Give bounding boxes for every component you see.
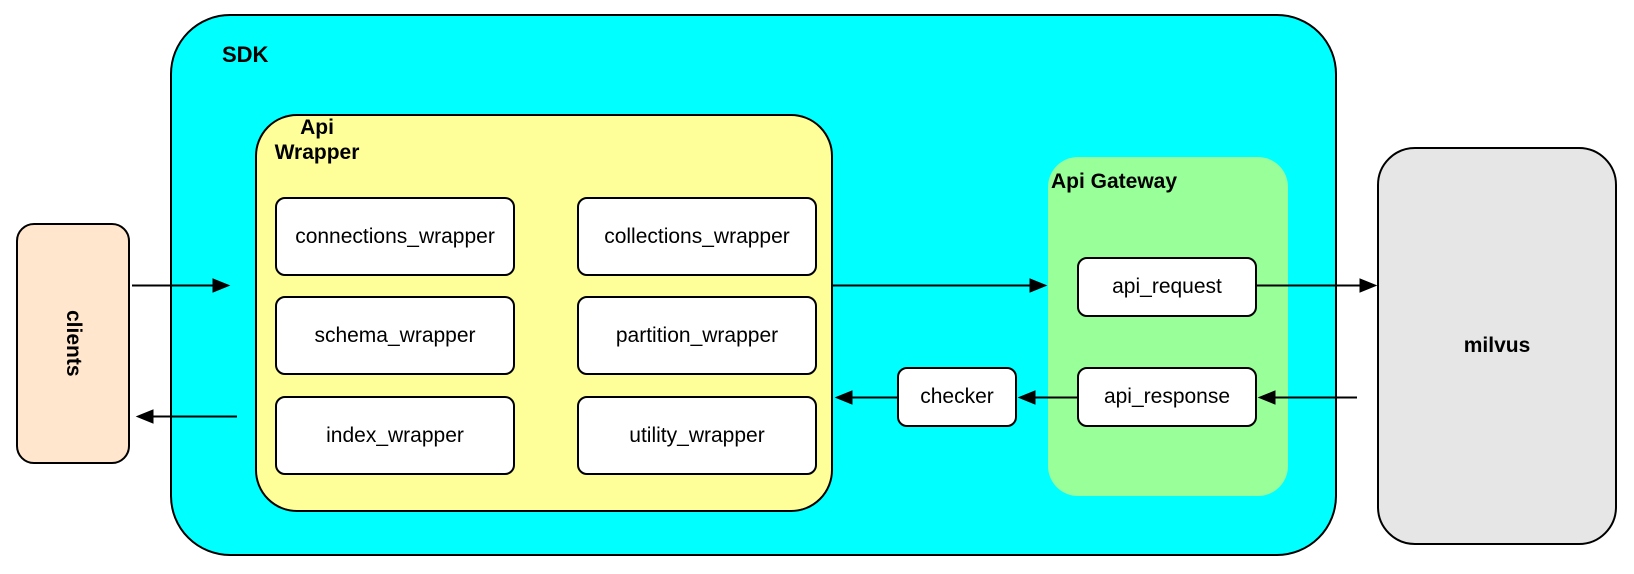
api-gateway-box <box>1048 157 1288 496</box>
clients-box: clients <box>16 223 130 464</box>
api-gateway-label: Api Gateway <box>1050 170 1178 193</box>
wrapper-node-connections: connections_wrapper <box>275 197 515 276</box>
wrapper-node-collections: collections_wrapper <box>577 197 817 276</box>
arrowhead-icon <box>1359 278 1378 293</box>
wrapper-node-utility: utility_wrapper <box>577 396 817 475</box>
wrapper-node-label: connections_wrapper <box>295 224 495 248</box>
wrapper-node-index: index_wrapper <box>275 396 515 475</box>
arrowhead-icon <box>135 409 154 424</box>
wrapper-node-label: index_wrapper <box>326 423 464 447</box>
clients-label: clients <box>62 310 85 377</box>
api-request-box: api_request <box>1077 257 1257 317</box>
wrapper-node-label: utility_wrapper <box>629 423 765 447</box>
wrapper-node-schema: schema_wrapper <box>275 296 515 375</box>
api-response-label: api_response <box>1103 385 1231 408</box>
wrapper-node-label: schema_wrapper <box>314 323 476 347</box>
api-wrapper-label: Api Wrapper <box>274 116 360 164</box>
milvus-box: milvus <box>1377 147 1617 545</box>
checker-box: checker <box>897 367 1017 427</box>
api-request-label: api_request <box>1112 275 1222 298</box>
milvus-label: milvus <box>1463 334 1531 357</box>
sdk-label: SDK <box>222 42 269 67</box>
wrapper-node-label: partition_wrapper <box>615 323 779 347</box>
checker-label: checker <box>920 385 994 408</box>
api-response-box: api_response <box>1077 367 1257 427</box>
wrapper-node-label: collections_wrapper <box>604 224 790 248</box>
wrapper-node-partition: partition_wrapper <box>577 296 817 375</box>
